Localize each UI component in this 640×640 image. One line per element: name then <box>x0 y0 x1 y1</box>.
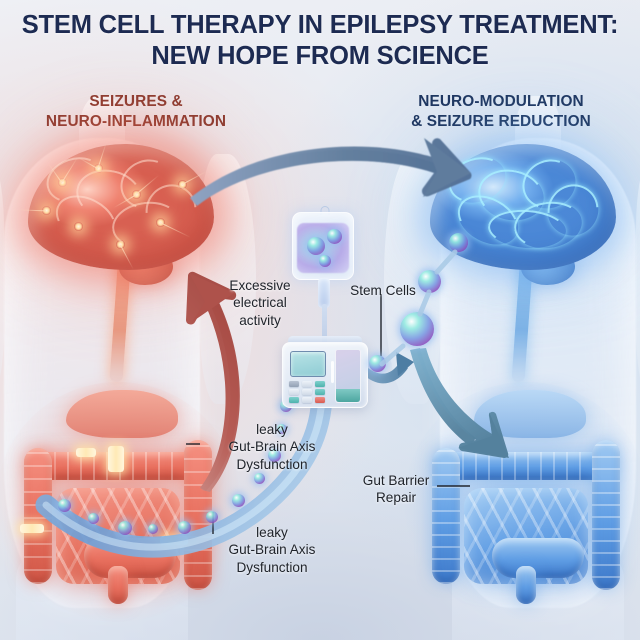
stem-cell <box>319 255 331 267</box>
stomach <box>66 390 178 438</box>
stem-cell <box>369 355 386 372</box>
descending-colon <box>592 440 620 590</box>
leaky-gap <box>20 524 44 533</box>
stem-cell <box>449 233 468 252</box>
pump-cassette-door <box>335 349 361 403</box>
callout-leaky-gut-brain-axis-upper: leaky Gut-Brain Axis Dysfunction <box>228 422 316 472</box>
iv-hook <box>320 206 330 215</box>
pump-body <box>282 342 368 408</box>
iv-bag-with-stem-cells <box>292 212 354 280</box>
callout-leaky-gut-brain-axis-lower: leaky Gut-Brain Axis Dysfunction <box>228 525 316 575</box>
iv-infusion-pump-illustration <box>282 206 368 412</box>
callout-stem-cells: Stem Cells <box>350 283 416 298</box>
drip-chamber <box>318 278 330 308</box>
leaky-gap <box>160 536 188 545</box>
transverse-colon <box>436 452 616 480</box>
pump-keypad <box>289 381 329 403</box>
silhouette-arm-right <box>636 154 640 404</box>
neuron-spark <box>74 222 83 231</box>
inflamed-brain-illustration <box>17 141 214 383</box>
rectum <box>108 566 128 604</box>
neuron-spark <box>42 206 51 215</box>
callout-gut-barrier-repair: Gut Barrier Repair <box>362 473 430 506</box>
stem-cell <box>307 237 325 255</box>
leaky-gap <box>76 448 96 457</box>
inflamed-intestines-illustration <box>0 382 240 622</box>
stem-cell <box>400 312 434 346</box>
pump-mount-arm <box>288 336 362 345</box>
stem-cell <box>327 229 342 244</box>
title-line-1: STEM CELL THERAPY IN EPILEPSY TREATMENT: <box>21 11 619 39</box>
iv-pole <box>322 304 327 344</box>
healthy-intestines-illustration <box>404 382 640 622</box>
poster-title: STEM CELL THERAPY IN EPILEPSY TREATMENT:… <box>0 10 640 73</box>
pump-door-latch <box>331 361 334 383</box>
ascending-colon <box>24 448 52 584</box>
stem-cell <box>418 270 441 293</box>
ascending-colon <box>432 448 460 584</box>
sigmoid-colon <box>492 538 584 578</box>
leaky-gap <box>108 446 124 472</box>
stomach <box>474 390 586 438</box>
rectum <box>516 566 536 604</box>
heading-seizures-neuroinflammation: SEIZURES & NEURO-INFLAMMATION <box>45 93 227 131</box>
title-line-2: NEW HOPE FROM SCIENCE <box>151 42 489 71</box>
silhouette-arm-left <box>0 154 4 404</box>
pump-display-screen <box>290 351 326 377</box>
callout-excessive-electrical-activity: Excessive electrical activity <box>229 278 291 328</box>
heading-neuromodulation-seizure-reduction: NEURO-MODULATION & SEIZURE REDUCTION <box>411 93 591 131</box>
